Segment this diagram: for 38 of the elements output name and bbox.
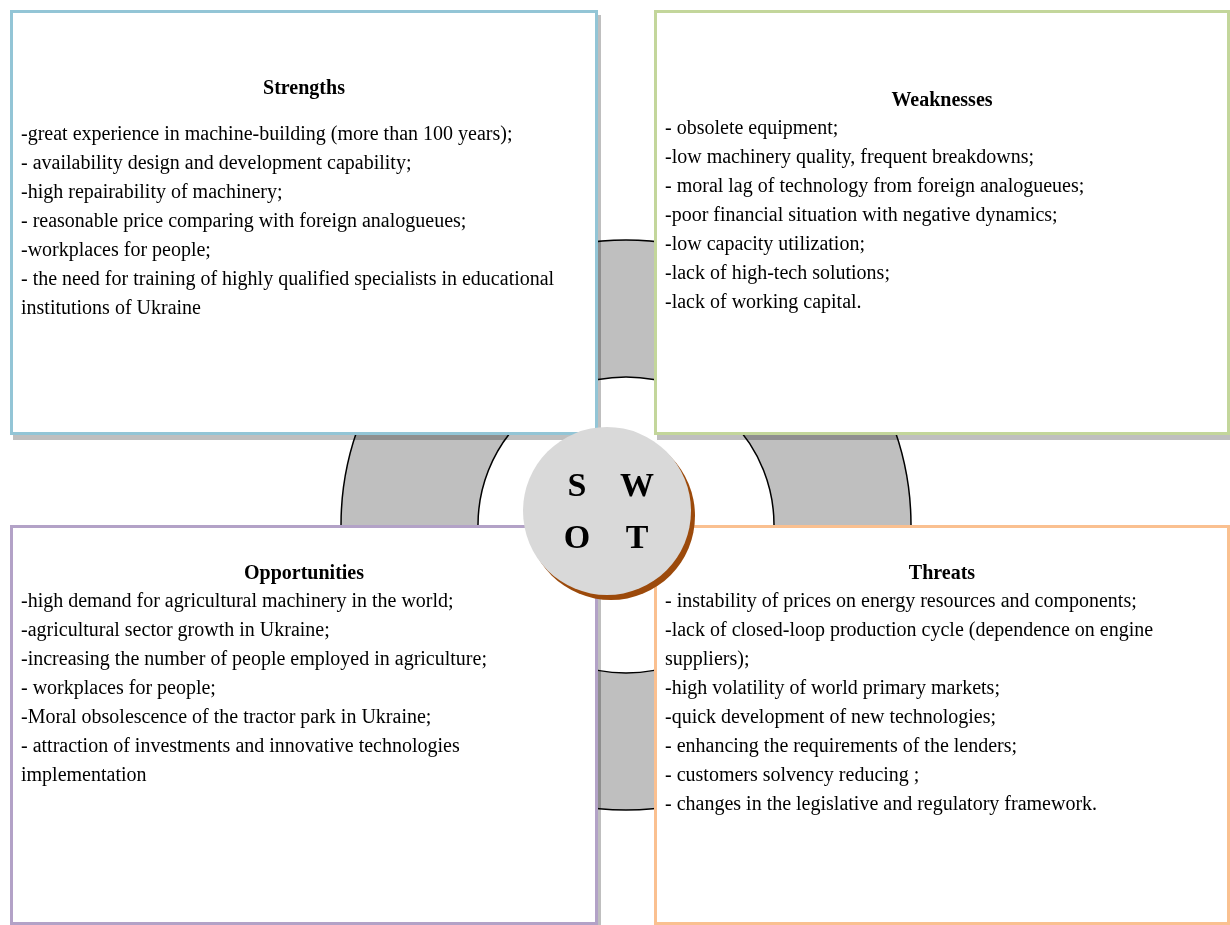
quadrant-box [10,525,598,925]
list-item: - reasonable price comparing with foreign analogueues; [21,208,468,234]
quadrant-box [654,525,1230,925]
list-item: - availability design and development capability; [21,150,413,176]
list-item: -poor financial situation with negative dynamics; [665,202,1059,228]
list-item: - workplaces for people; [21,675,217,701]
list-item: - attraction of investments and innovative technologies implementation [21,733,461,788]
swot-letter: O [563,520,591,554]
list-item: -low capacity utilization; [665,231,866,257]
list-item: - moral lag of technology from foreign analogueues; [665,173,1086,199]
quadrant-heading: Weaknesses [890,87,994,112]
list-item: -quick development of new technologies; [665,704,997,730]
list-item: -high repairability of machinery; [21,179,284,205]
quadrant-heading: Threats [907,560,977,585]
list-item: -lack of high-tech solutions; [665,260,891,286]
list-item: -agricultural sector growth in Ukraine; [21,617,331,643]
swot-letter: T [625,520,649,554]
list-item: - changes in the legislative and regulatory framework. [665,791,1099,817]
list-item: -workplaces for people; [21,237,212,263]
list-item: -low machinery quality, frequent breakdowns; [665,144,1036,170]
swot-letter: W [620,468,654,502]
list-item: -high demand for agricultural machinery in the world; [21,588,455,614]
list-item: - customers solvency reducing ; [665,762,921,788]
list-item: - instability of prices on energy resources and components; [665,588,1138,614]
quadrant-heading: Strengths [262,75,346,101]
list-item: - enhancing the requirements of the lenders; [665,733,1019,759]
quadrant-heading: Opportunities [243,560,365,586]
swot-letter: S [567,468,587,502]
list-item: -high volatility of world primary markets; [665,675,1001,701]
list-item: -increasing the number of people employed in agriculture; [21,646,488,672]
list-item: -great experience in machine-building (more than 100 years); [21,121,514,147]
list-item: -Moral obsolescence of the tractor park in Ukraine; [21,704,433,730]
list-item: -lack of closed-loop production cycle (dependence on engine suppliers); [665,617,1155,672]
list-item: -lack of working capital. [665,289,863,315]
list-item: - the need for training of highly qualified specialists in educational institutions of Ukraine [21,266,556,320]
quadrant-box [10,10,598,435]
list-item: - obsolete equipment; [665,115,840,141]
quadrant-box [654,10,1230,435]
